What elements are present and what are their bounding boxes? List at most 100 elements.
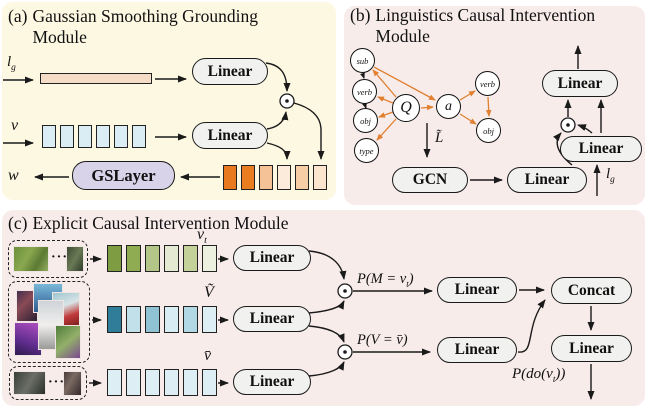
panel-c-title-text: Explicit Causal Intervention Module	[32, 213, 289, 233]
edge-sub-a	[373, 66, 436, 101]
feature-square	[313, 165, 327, 190]
video-frame-thumbnail	[13, 246, 49, 272]
v-bar-label: v̄	[204, 347, 212, 364]
edge-a-obj2	[459, 113, 477, 125]
frames-ellipsis: ···	[51, 250, 69, 265]
panel-c-arrows	[89, 250, 595, 400]
video-frame-thumbnail	[13, 371, 46, 395]
feature-square	[42, 125, 56, 148]
vbar-feature-row	[107, 369, 217, 396]
panel-a-tag: (a)	[8, 6, 28, 26]
feature-square	[145, 306, 160, 333]
v-input-label: v	[11, 117, 19, 134]
edge-q-verb	[377, 96, 394, 104]
panel-b-tag: (b)	[350, 5, 371, 25]
odot-dot	[343, 350, 347, 354]
concat-block: Concat	[551, 277, 632, 304]
feature-square	[164, 369, 179, 396]
graph-node-sub: sub	[350, 48, 375, 73]
curve-linearc1-to-odot1	[308, 250, 347, 280]
feature-square	[183, 245, 198, 272]
feature-square	[107, 369, 122, 396]
vtilde-feature-row	[107, 306, 217, 333]
lg-feature-bar	[40, 73, 152, 84]
feature-square	[145, 245, 160, 272]
feature-square	[114, 125, 128, 148]
p-m-vt-label: P(M = vt)	[357, 271, 414, 289]
panel-a-title-text: Gaussian Smoothing Grounding Module	[32, 6, 258, 48]
gcn-block: GCN	[392, 167, 468, 193]
edge-verb2-obj2	[485, 96, 492, 117]
linear-block-c3: Linear	[233, 369, 311, 395]
linear-block-c6: Linear	[551, 335, 632, 362]
feature-square	[107, 306, 122, 333]
linear-block-c5: Linear	[437, 337, 517, 363]
feature-square	[126, 306, 141, 333]
feature-square	[78, 125, 92, 148]
frames-ellipsis: ···	[48, 375, 66, 390]
linear-block-c2: Linear	[233, 306, 311, 332]
feature-square	[164, 245, 179, 272]
feature-square	[277, 165, 291, 190]
feature-square	[96, 125, 110, 148]
lg-input-label-b: lg	[606, 166, 615, 185]
fused-feature-row	[223, 165, 327, 190]
curve-linearb1-to-odot	[553, 132, 573, 166]
feature-square	[183, 369, 198, 396]
edge-q-sub	[372, 69, 397, 98]
panel-a-title: (a) Gaussian Smoothing Grounding Module	[8, 6, 290, 49]
feature-square	[60, 125, 74, 148]
feature-square	[126, 369, 141, 396]
lg-input-label: lg	[7, 54, 16, 73]
linear-block-a1: Linear	[192, 58, 268, 85]
feature-square	[202, 245, 217, 272]
edge-q-a	[420, 104, 434, 111]
graph-node-q: Q	[392, 94, 420, 122]
linear-block-c4: Linear	[437, 277, 517, 303]
graph-node-obj: obj	[353, 108, 378, 133]
video-frame-thumbnail	[66, 246, 84, 272]
curve-linear2-to-odot	[266, 111, 289, 130]
p-do-vt-label: P(do(vt))	[512, 366, 566, 385]
feature-square	[126, 245, 141, 272]
edge-a-verb2	[459, 90, 476, 101]
video-frame-thumbnail	[55, 325, 81, 359]
linear-block-b2: Linear	[560, 136, 642, 162]
feature-square	[259, 165, 273, 190]
panel-b-arrows	[360, 45, 605, 196]
feature-square	[107, 245, 122, 272]
graph-node-type: type	[354, 138, 379, 163]
edge-q-obj	[378, 111, 394, 118]
linear-block-b1: Linear	[507, 167, 587, 193]
video-frames-global-box	[8, 281, 90, 363]
graph-node-verb2: verb	[475, 71, 500, 96]
video-frames-target-box	[8, 240, 88, 278]
curve-linearc3-to-odot2	[308, 361, 345, 377]
feature-square	[223, 165, 237, 190]
linear-block-b3: Linear	[542, 70, 618, 97]
graph-node-a: a	[436, 94, 461, 119]
gslayer-block: GSLayer	[72, 161, 175, 190]
video-frame-thumbnail	[14, 322, 42, 356]
feature-square	[202, 369, 217, 396]
linear-block-a2: Linear	[192, 122, 268, 149]
video-frames-mean-box	[9, 366, 87, 400]
curve-linear1-to-odot	[265, 62, 291, 92]
panel-c-title: (c) Explicit Causal Intervention Module	[8, 213, 289, 234]
v-feature-row	[42, 125, 146, 148]
linear-block-c1: Linear	[233, 245, 311, 271]
feature-square	[132, 125, 146, 148]
w-output-label: w	[8, 167, 19, 184]
curve-linearc2-to-odot1	[308, 300, 345, 314]
curve-odot-to-fusedrow	[293, 102, 325, 160]
vt-feature-row	[107, 245, 217, 272]
panel-b-title: (b) Linguistics Causal Intervention Modu…	[350, 5, 637, 48]
feature-square	[145, 369, 160, 396]
curve-linear2-to-fusedrow	[266, 142, 291, 160]
feature-square	[202, 306, 217, 333]
panel-b-graph-edges	[372, 66, 492, 141]
feature-square	[295, 165, 309, 190]
odot-dot	[566, 123, 570, 127]
v-tilde-label: Ṽ	[204, 284, 214, 301]
